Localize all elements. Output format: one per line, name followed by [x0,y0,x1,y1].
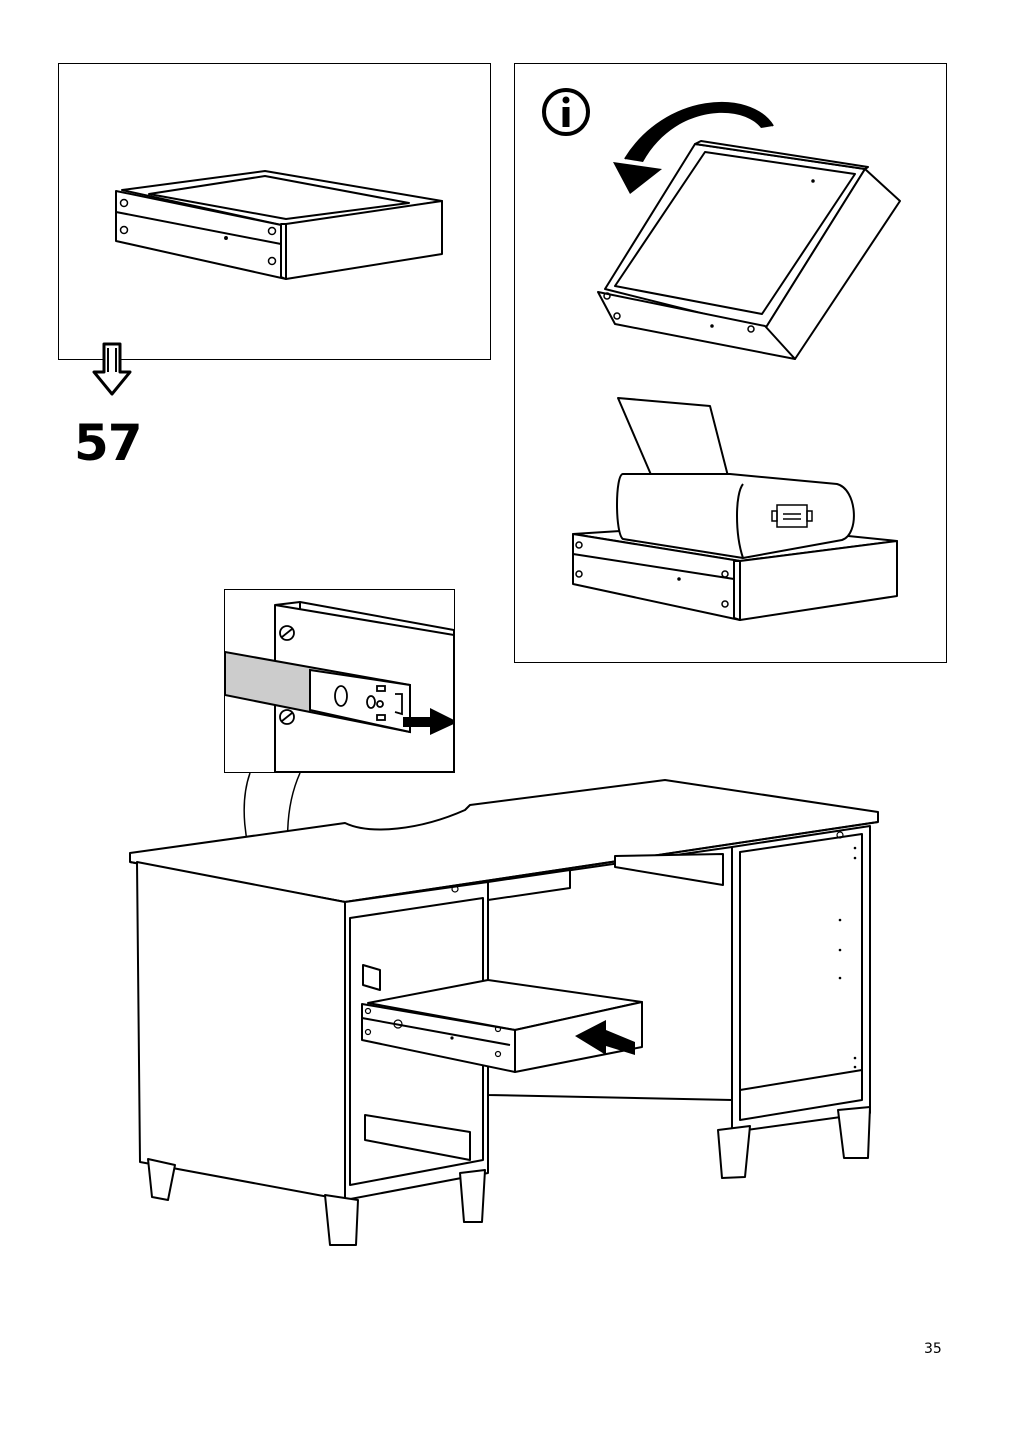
info-panel [514,63,947,663]
rail-detail-illustration [225,601,454,772]
rail-detail-panel [224,589,455,773]
page-number: 35 [924,1341,942,1357]
pull-arrow-icon [403,708,454,735]
rotate-arrow-icon [613,101,774,194]
drawer-illustration [115,170,443,280]
info-icon [542,88,590,136]
step-number: 57 [74,414,143,472]
drawer-panel [58,63,491,360]
push-arrow-icon [575,1020,635,1055]
desk-illustration [129,772,879,1246]
down-arrow-icon [92,342,132,396]
info-illustration [542,88,901,621]
